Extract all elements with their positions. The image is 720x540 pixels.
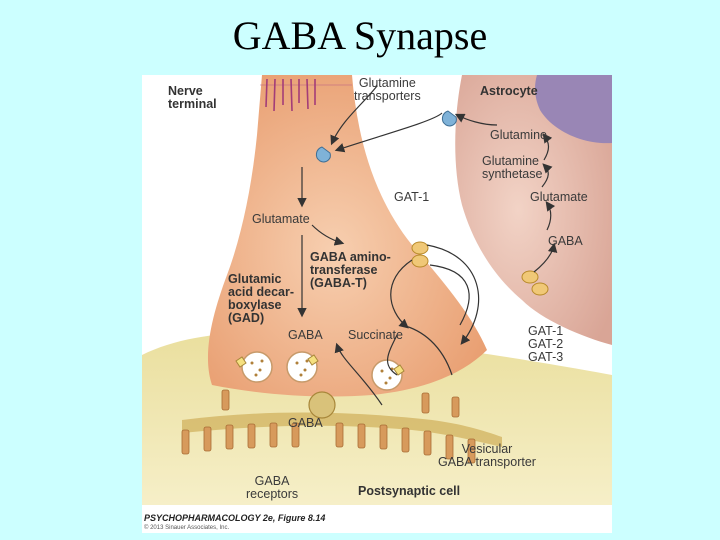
label-astrocyte: Astrocyte (480, 84, 538, 98)
label-succinate: Succinate (348, 328, 403, 342)
transporters (315, 110, 457, 163)
astrocyte-cell (455, 75, 612, 345)
synapse-illustration (142, 75, 612, 505)
slide-title: GABA Synapse (232, 13, 488, 58)
label-glutamine: Glutamine (490, 128, 547, 142)
label-gat1-top: GAT-1 (394, 190, 430, 204)
label-gaba-astrocyte: GABA (548, 234, 583, 248)
astrocyte-nucleus (535, 75, 612, 144)
figure-copyright: © 2013 Sinauer Associates, Inc. (144, 525, 230, 531)
label-gaba-receptors: GABA receptors (246, 474, 299, 501)
nerve-terminal (207, 75, 487, 397)
label-vesicular-gaba-transporter: Vesicular GABA transporter (438, 442, 536, 469)
gaba-synapse-figure: Nerve terminal Glutamine transporters As… (142, 75, 612, 533)
synaptic-vesicles (235, 351, 405, 419)
figure-credit: PSYCHOPHARMACOLOGY 2e, Figure 8.14 (144, 513, 326, 523)
gat-transporters (411, 241, 549, 296)
label-gat-list: GAT-1 GAT-2 GAT-3 (528, 324, 564, 364)
label-postsynaptic-cell: Postsynaptic cell (358, 484, 461, 498)
gaba-receptors (181, 389, 476, 464)
label-glutamine-synthetase: Glutamine synthetase (482, 154, 543, 181)
label-gaba-terminal: GABA (288, 328, 323, 342)
label-gad: Glutamic acid decar- boxylase (GAD) (228, 272, 295, 325)
label-glutamate-astrocyte: Glutamate (530, 190, 588, 204)
label-glutamate-terminal: Glutamate (252, 212, 310, 226)
label-gaba-t: GABA amino- transferase (GABA-T) (310, 250, 391, 290)
label-gaba-cleft: GABA (288, 416, 323, 430)
label-glutamine-transporters: Glutamine transporters (354, 76, 421, 103)
label-nerve-terminal: Nerve terminal (168, 84, 217, 111)
